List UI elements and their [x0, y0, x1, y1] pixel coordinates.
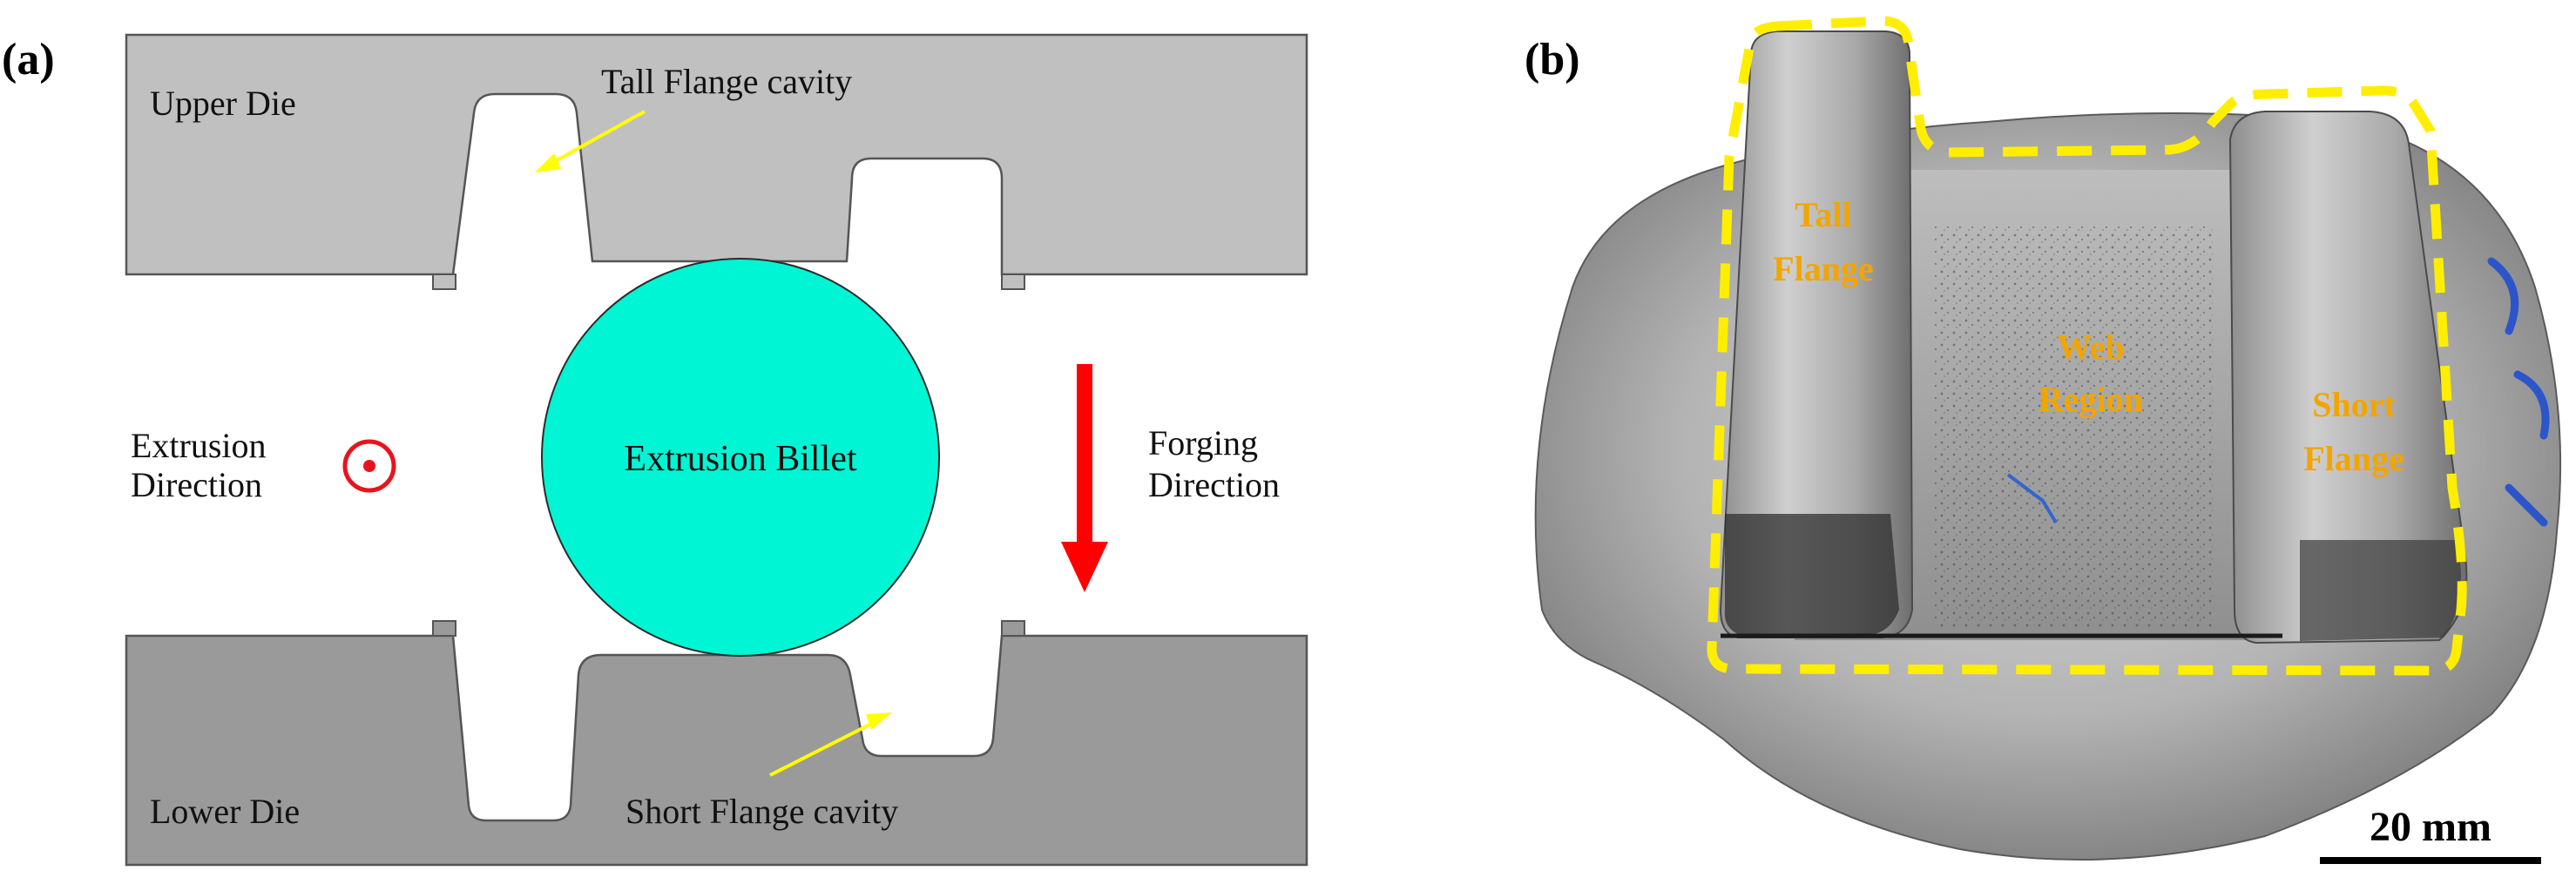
- forged-part-photo: [1534, 30, 2562, 861]
- tall-flange-body: [1719, 30, 1914, 638]
- upper-die: [125, 33, 1308, 276]
- lower-die-left-stop: [432, 620, 456, 637]
- web-region-texture: [1934, 226, 2213, 627]
- web-marker-stroke: [2006, 473, 2058, 524]
- short-flange-label-line2: Flange: [2303, 439, 2404, 478]
- forging-direction-line1: Forging: [1148, 423, 1258, 462]
- upper-die-left-stop: [432, 273, 456, 290]
- short-cavity-pointer: [769, 712, 892, 777]
- scale-bar-label: 20 mm: [2370, 804, 2491, 850]
- billet-label: Extrusion Billet: [624, 439, 856, 479]
- cross-section-outline: [1707, 16, 2467, 676]
- lower-die-right-stop: [1001, 620, 1025, 637]
- tall-cavity-pointer: [535, 110, 646, 172]
- forging-direction-line2: Direction: [1148, 465, 1280, 504]
- extrusion-direction-line1: Extrusion: [131, 426, 267, 465]
- scale-bar-line: [2320, 857, 2541, 864]
- tall-flange-cavity-label: Tall Flange cavity: [601, 62, 852, 101]
- short-flange-label-line1: Short: [2312, 385, 2396, 424]
- marker-scribble: [2487, 257, 2550, 527]
- tall-flange-label-line1: Tall: [1795, 195, 1851, 234]
- scale-bar: 20 mm: [2320, 804, 2541, 864]
- tall-flange-label-line2: Flange: [1773, 249, 1874, 288]
- panel-b-label: (b): [1525, 35, 1580, 84]
- web-region-label-line1: Web: [2057, 327, 2125, 367]
- panel-a-label: (a): [2, 35, 55, 84]
- panel-b: (b) Tall Flange Web Region Short: [1525, 16, 2562, 864]
- out-of-plane-direction-icon: [342, 439, 396, 493]
- upper-die-right-stop: [1001, 273, 1025, 290]
- extrusion-direction-line2: Direction: [131, 465, 262, 504]
- short-flange-cavity-label: Short Flange cavity: [625, 792, 898, 831]
- extrusion-billet: [541, 258, 940, 657]
- lower-die-label: Lower Die: [150, 792, 300, 831]
- forging-direction-arrow-icon: [1061, 364, 1108, 592]
- short-flange-end: [2300, 540, 2461, 641]
- web-region-label-line2: Region: [2038, 380, 2143, 419]
- lower-die: [125, 634, 1308, 867]
- tall-flange-end: [1724, 514, 1899, 634]
- panel-a: (a) Extrusion Billet Upper Die Lower Die…: [2, 33, 1308, 867]
- upper-die-label: Upper Die: [150, 84, 296, 123]
